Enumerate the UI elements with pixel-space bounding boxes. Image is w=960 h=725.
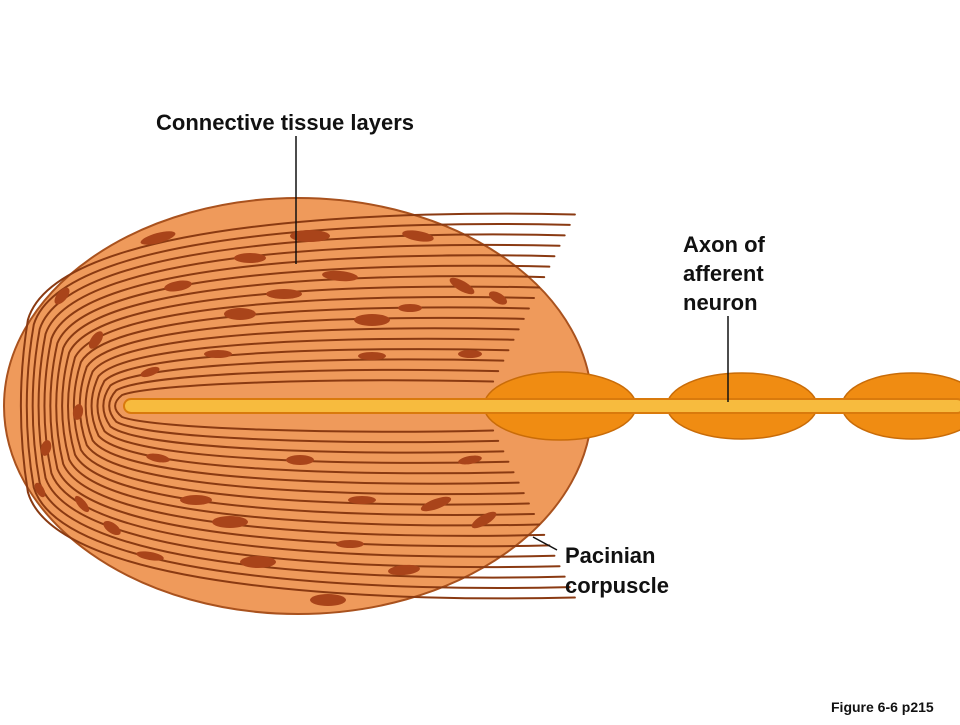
nucleus-27 — [212, 516, 248, 528]
nucleus-30 — [240, 556, 276, 568]
nucleus-10 — [354, 314, 390, 326]
nucleus-1 — [140, 231, 176, 245]
figure-reference: Figure 6-6 p215 — [831, 699, 934, 715]
layer-cell-nuclei — [34, 230, 508, 606]
nucleus-28 — [471, 511, 497, 529]
afferent-axon — [123, 398, 960, 414]
axon-label-line-1: Axon of — [683, 232, 765, 257]
nucleus-24 — [348, 496, 376, 504]
nucleus-9 — [224, 308, 256, 320]
nucleus-17 — [458, 350, 482, 358]
tissue-layer-17 — [19, 212, 576, 600]
nucleus-22 — [40, 440, 52, 456]
nucleus-35 — [34, 482, 46, 498]
nucleus-8 — [449, 277, 475, 295]
nucleus-4 — [234, 253, 266, 263]
axon-label-line-3: neuron — [683, 290, 758, 315]
nucleus-6 — [164, 280, 192, 292]
nucleus-21 — [72, 404, 84, 420]
nucleus-5 — [322, 270, 358, 282]
tissue-layer-8 — [72, 306, 530, 506]
tissue-layer-13 — [43, 254, 556, 558]
tissue-layer-5 — [90, 337, 515, 475]
nucleus-14 — [488, 291, 508, 305]
tissue-layer-11 — [55, 275, 546, 537]
nucleus-11 — [398, 304, 422, 312]
pacinian-leader-line — [532, 536, 558, 551]
tissue-layer-10 — [61, 285, 541, 527]
nucleus-29 — [103, 520, 121, 536]
connective-tissue-label: Connective tissue layers — [156, 110, 415, 135]
tissue-layer-1 — [114, 379, 495, 433]
connective-tissue-layers — [19, 212, 576, 600]
pacinian-corpuscle-label: Pacinian corpuscle — [565, 541, 669, 601]
axon-fiber — [123, 398, 960, 414]
pacinian-label-line-1: Pacinian — [565, 543, 656, 568]
nucleus-19 — [286, 455, 314, 465]
pacinian-label-line-2: corpuscle — [565, 573, 669, 598]
tissue-layer-6 — [84, 327, 520, 485]
nucleus-13 — [54, 287, 70, 305]
nucleus-7 — [266, 289, 302, 299]
nucleus-15 — [204, 350, 232, 358]
nucleus-32 — [310, 594, 346, 606]
tissue-layer-3 — [102, 358, 505, 454]
nucleus-18 — [140, 366, 160, 378]
label-leader-lines — [295, 136, 729, 551]
tissue-layer-12 — [49, 264, 551, 548]
nucleus-34 — [74, 495, 90, 513]
nucleus-23 — [458, 455, 482, 465]
nucleus-20 — [146, 453, 170, 463]
axon-label: Axon of afferent neuron — [683, 230, 765, 317]
nucleus-36 — [336, 540, 364, 548]
nucleus-25 — [180, 495, 212, 505]
tissue-layer-2 — [108, 368, 500, 444]
nucleus-31 — [388, 564, 420, 576]
nucleus-12 — [88, 331, 104, 349]
nucleus-2 — [290, 230, 330, 242]
tissue-layer-14 — [37, 243, 561, 569]
nucleus-16 — [358, 352, 386, 360]
nucleus-26 — [420, 496, 452, 512]
axon-label-line-2: afferent — [683, 261, 764, 286]
tissue-layer-9 — [67, 296, 535, 516]
nucleus-33 — [136, 551, 164, 561]
nucleus-3 — [402, 230, 434, 242]
